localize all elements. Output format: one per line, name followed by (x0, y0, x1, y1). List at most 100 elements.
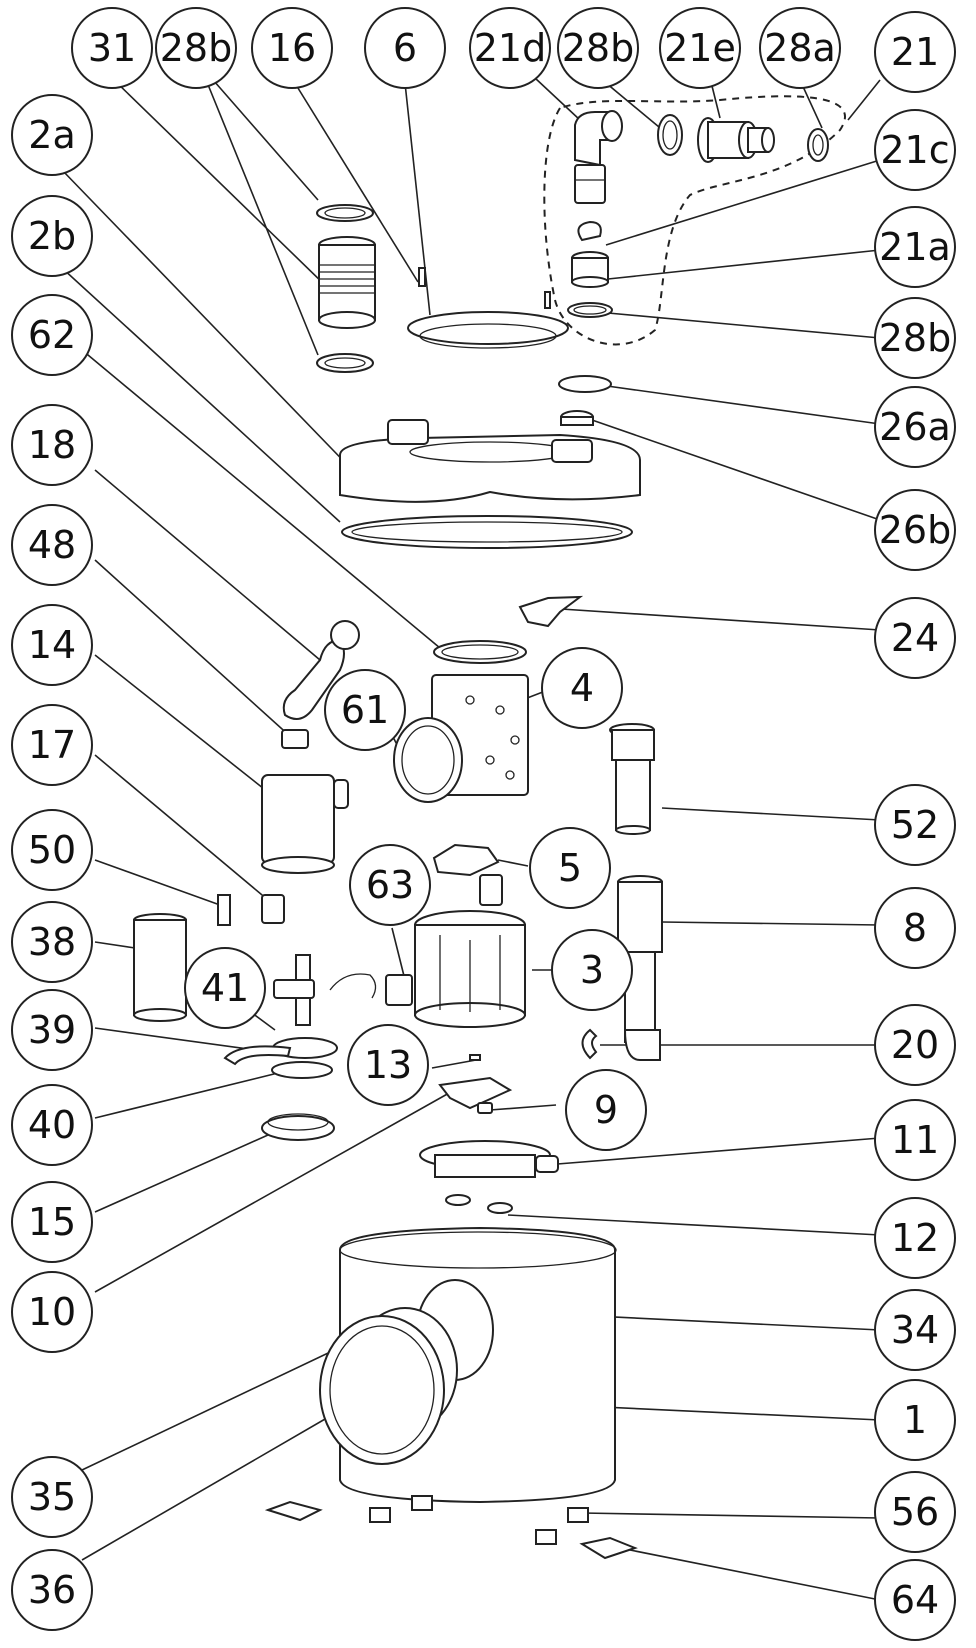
callout-26b-label: 26b (879, 508, 951, 552)
callout-2a-label: 2a (28, 113, 75, 157)
callout-18: 18 (11, 404, 93, 486)
leader-39 (94, 1027, 271, 1053)
part-21-group-outline (543, 95, 846, 346)
callout-3-label: 3 (580, 948, 604, 992)
part-9-nut (477, 1102, 493, 1114)
callout-17: 17 (11, 704, 93, 786)
callout-16-label: 16 (268, 26, 316, 70)
part-39-ring-clip (223, 1045, 292, 1066)
callout-26a: 26a (874, 386, 956, 468)
part-21a-connector (571, 251, 609, 288)
callout-40-label: 40 (28, 1103, 76, 1147)
callout-11-label: 11 (891, 1118, 939, 1162)
callout-10: 10 (11, 1271, 93, 1353)
callout-28b-top-label: 28b (160, 26, 232, 70)
callout-38: 38 (11, 901, 93, 983)
callout-21e-label: 21e (664, 26, 736, 70)
callout-12-label: 12 (891, 1216, 939, 1260)
leader-5 (497, 859, 529, 867)
leader-56 (581, 1512, 881, 1519)
callout-56: 56 (874, 1471, 956, 1553)
callout-4-label: 4 (570, 666, 594, 710)
callout-15-label: 15 (28, 1200, 76, 1244)
callout-9: 9 (565, 1069, 647, 1151)
callout-50: 50 (11, 809, 93, 891)
part-16-screw-2 (544, 291, 551, 309)
part-26a-cap (558, 375, 612, 393)
part-62-ring (433, 640, 527, 664)
callout-14-label: 14 (28, 623, 76, 667)
callout-52: 52 (874, 784, 956, 866)
part-13-washer (469, 1054, 481, 1061)
callout-28b-upper-label: 28b (562, 26, 634, 70)
leader-21d (534, 77, 581, 121)
callout-28a: 28a (759, 7, 841, 89)
callout-48-label: 48 (28, 523, 76, 567)
callout-35: 35 (11, 1456, 93, 1538)
callout-62: 62 (11, 294, 93, 376)
leader-48 (94, 559, 293, 739)
callout-28b-top: 28b (155, 7, 237, 89)
leader-26b (591, 419, 881, 521)
leader-21c (605, 159, 881, 246)
part-63-capacitor (385, 974, 413, 1006)
callout-13-label: 13 (364, 1043, 412, 1087)
callout-6: 6 (364, 7, 446, 89)
callout-61-label: 61 (341, 688, 389, 732)
part-20-clip (581, 1028, 598, 1060)
leader-9 (489, 1104, 557, 1111)
leader-36 (81, 1414, 333, 1561)
leader-38 (94, 941, 136, 949)
callout-28b-upper: 28b (557, 7, 639, 89)
part-36-ring (319, 1315, 445, 1465)
callout-8-label: 8 (903, 906, 927, 950)
leader-21 (847, 79, 881, 121)
part-61-inlet (393, 717, 463, 803)
callout-48: 48 (11, 504, 93, 586)
leader-2a (61, 169, 361, 479)
callout-26a-label: 26a (879, 405, 951, 449)
callout-14: 14 (11, 604, 93, 686)
part-48-nut (281, 729, 309, 749)
leader-10 (94, 1087, 459, 1293)
callout-62-label: 62 (28, 313, 76, 357)
part-28b-clamp-upper (657, 114, 683, 156)
callout-21c-label: 21c (880, 128, 949, 172)
leader-35 (81, 1344, 346, 1471)
callout-36: 36 (11, 1549, 93, 1631)
leader-24 (545, 607, 881, 631)
part-38-cylinder (133, 913, 187, 1022)
callout-13: 13 (347, 1024, 429, 1106)
callout-35-label: 35 (28, 1475, 76, 1519)
callout-61: 61 (324, 669, 406, 751)
leader-16 (292, 79, 419, 283)
callout-64: 64 (874, 1559, 956, 1641)
callout-36-label: 36 (28, 1568, 76, 1612)
callout-41-label: 41 (201, 966, 249, 1010)
callout-9-label: 9 (594, 1088, 618, 1132)
leader-11 (544, 1137, 881, 1166)
part-2b-gasket (341, 515, 633, 549)
callout-6-label: 6 (393, 26, 417, 70)
callout-21d: 21d (469, 7, 551, 89)
callout-41: 41 (184, 947, 266, 1029)
callout-24-label: 24 (891, 616, 939, 660)
callout-4: 4 (541, 647, 623, 729)
callout-63-label: 63 (366, 863, 414, 907)
part-36-ring-inner (329, 1325, 435, 1455)
leader-63 (391, 927, 406, 981)
callout-11: 11 (874, 1099, 956, 1181)
part-8-discharge-pipe (617, 875, 663, 1061)
part-56-foot-pad (369, 1495, 589, 1545)
callout-34: 34 (874, 1289, 956, 1371)
leader-12 (507, 1214, 881, 1236)
part-50-clip (217, 894, 231, 926)
callout-52-label: 52 (891, 803, 939, 847)
part-28a-clamp (807, 128, 829, 162)
leader-28b-right (607, 312, 881, 339)
leader-15 (94, 1134, 269, 1213)
callout-28a-label: 28a (764, 26, 836, 70)
callout-20-label: 20 (891, 1023, 939, 1067)
part-17-switch (261, 894, 285, 924)
part-6-lid-plate (407, 311, 569, 349)
